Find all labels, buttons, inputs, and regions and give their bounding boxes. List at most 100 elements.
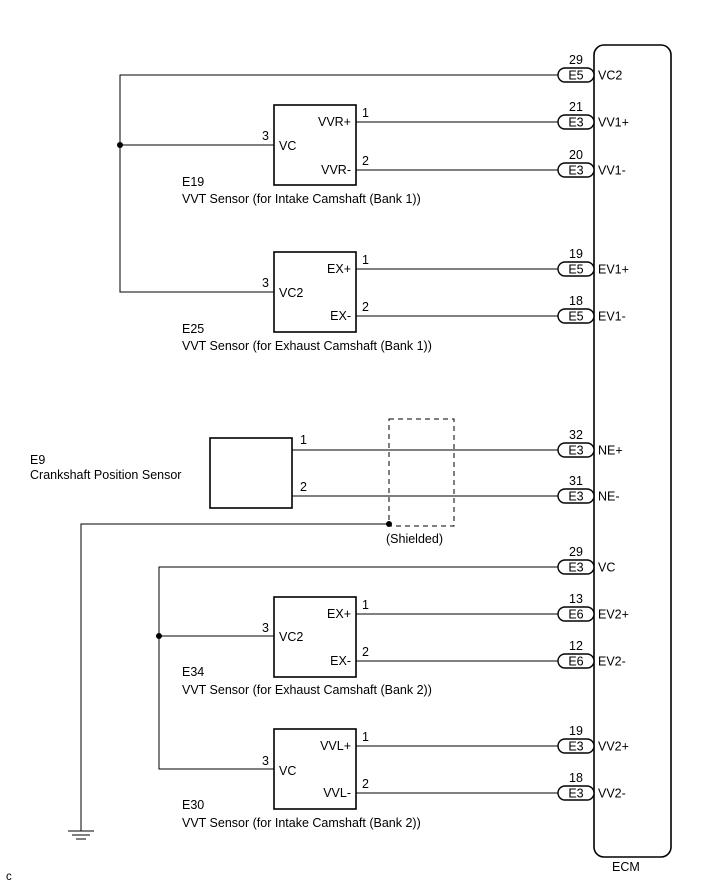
e30-name: VVT Sensor (for Intake Camshaft (Bank 2)…: [182, 816, 421, 830]
pin-number: 31: [569, 474, 583, 488]
junction-dot: [386, 521, 392, 527]
connector-code: E5: [568, 263, 583, 277]
connector-code: E3: [568, 787, 583, 801]
connector-code: E6: [568, 655, 583, 669]
pin-number: 18: [569, 294, 583, 308]
e34-vc-pin: 3: [262, 621, 269, 635]
connector-code: E3: [568, 561, 583, 575]
pin-number: 32: [569, 428, 583, 442]
connector-code: E3: [568, 164, 583, 178]
e34-minus-pin: 2: [362, 645, 369, 659]
crank-sensor-code: E9: [30, 453, 45, 467]
e34-code: E34: [182, 665, 204, 679]
connector-code: E3: [568, 444, 583, 458]
connector-capsule: [557, 785, 595, 801]
e25-plus-label: EX+: [327, 262, 351, 276]
signal-name: VV2+: [598, 740, 629, 754]
connector-capsule: [557, 606, 595, 622]
e19-vc-label: VC: [279, 139, 296, 153]
signal-name: EV1-: [598, 310, 626, 324]
e19-minus-pin: 2: [362, 154, 369, 168]
connector-code: E6: [568, 608, 583, 622]
e25-minus-label: EX-: [330, 309, 351, 323]
connector-code: E5: [568, 69, 583, 83]
pin-number: 29: [569, 545, 583, 559]
crank-sensor-name: Crankshaft Position Sensor: [30, 468, 181, 482]
e25-plus-pin: 1: [362, 253, 369, 267]
corner-mark: c: [6, 871, 12, 882]
connector-code: E5: [568, 310, 583, 324]
signal-name: VV1-: [598, 164, 626, 178]
connector-code: E3: [568, 740, 583, 754]
e34-vc-label: VC2: [279, 630, 303, 644]
connector-code: E3: [568, 116, 583, 130]
pin-number: 19: [569, 247, 583, 261]
wire-vc-bank2: [158, 566, 558, 770]
pin-number: 19: [569, 724, 583, 738]
e30-vc-label: VC: [279, 764, 296, 778]
e25-name: VVT Sensor (for Exhaust Camshaft (Bank 1…: [182, 339, 432, 353]
pin-number: 13: [569, 592, 583, 606]
connector-capsule: [557, 67, 595, 83]
e19-vc-pin: 3: [262, 129, 269, 143]
shield-label: (Shielded): [386, 532, 443, 546]
connector-capsule: [557, 442, 595, 458]
pin-number: 21: [569, 100, 583, 114]
e25-code: E25: [182, 322, 204, 336]
ecm-terminals: E529VC2E321VV1+E320VV1-E519EV1+E518EV1-E…: [557, 53, 629, 801]
crank-sensor-box: [209, 437, 293, 509]
e34-minus-label: EX-: [330, 654, 351, 668]
ground-icon: [68, 830, 94, 840]
signal-name: VC2: [598, 69, 622, 83]
signal-name: EV2-: [598, 655, 626, 669]
e30-code: E30: [182, 798, 204, 812]
e34-plus-label: EX+: [327, 607, 351, 621]
connector-capsule: [557, 738, 595, 754]
pin-number: 20: [569, 148, 583, 162]
shield-box: [388, 418, 455, 527]
e30-vc-pin: 3: [262, 754, 269, 768]
e30-minus-label: VVL-: [323, 786, 351, 800]
signal-name: EV2+: [598, 608, 629, 622]
e30-plus-pin: 1: [362, 730, 369, 744]
e30-minus-pin: 2: [362, 777, 369, 791]
e25-minus-pin: 2: [362, 300, 369, 314]
e25-vc-pin: 3: [262, 276, 269, 290]
e19-code: E19: [182, 175, 204, 189]
connector-capsule: [557, 162, 595, 178]
e19-minus-label: VVR-: [321, 163, 351, 177]
ecm-label: ECM: [612, 860, 640, 874]
signal-name: VV1+: [598, 116, 629, 130]
signal-name: EV1+: [598, 263, 629, 277]
wire-shield-ground: [80, 523, 389, 831]
connector-capsule: [557, 488, 595, 504]
e19-plus-label: VVR+: [318, 115, 351, 129]
sensor-e30-box: [273, 728, 357, 810]
connector-capsule: [557, 653, 595, 669]
e25-vc-label: VC2: [279, 286, 303, 300]
e34-name: VVT Sensor (for Exhaust Camshaft (Bank 2…: [182, 683, 432, 697]
crank-pin1: 1: [300, 433, 307, 447]
sensor-e19-box: [273, 104, 357, 186]
signal-name: NE+: [598, 444, 623, 458]
signal-name: VV2-: [598, 787, 626, 801]
sensor-e25-box: [273, 251, 357, 333]
signal-name: VC: [598, 561, 615, 575]
connector-code: E3: [568, 490, 583, 504]
pin-number: 12: [569, 639, 583, 653]
e19-plus-pin: 1: [362, 106, 369, 120]
junction-dot: [117, 142, 123, 148]
connector-capsule: [557, 308, 595, 324]
e30-plus-label: VVL+: [320, 739, 351, 753]
